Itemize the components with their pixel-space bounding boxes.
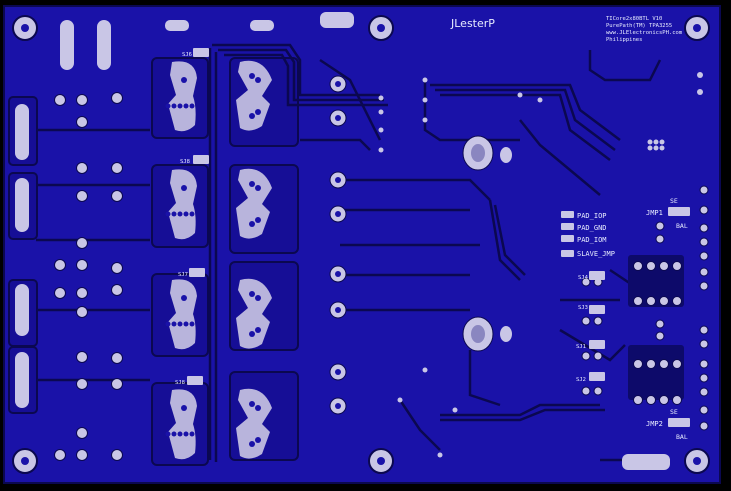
inductor-pads <box>168 60 272 460</box>
sj-right-3: SJ1 <box>576 344 586 350</box>
left-terminals <box>15 104 29 408</box>
small-vias <box>378 72 703 458</box>
inductor-vias <box>165 73 261 447</box>
bal2-label: BAL <box>676 433 688 441</box>
input-pad-markers <box>561 211 574 257</box>
board-info-line-4: Philippines <box>606 37 642 43</box>
through-hole-centers <box>335 81 341 409</box>
se1-label: SE <box>670 197 678 205</box>
pad-gnd-label: PAD_GND <box>577 224 607 232</box>
se2-label: SE <box>670 408 678 416</box>
brand-label: JLesterP <box>450 17 495 30</box>
board-info-line-3: www.JLElectronicsPH.com <box>606 30 683 36</box>
jmp1-label: JMP1 <box>646 209 663 217</box>
solder-jumper-pads-left <box>187 48 209 385</box>
pad-iom-label: PAD_IOM <box>577 236 607 244</box>
sj-left-3: SJ7 <box>178 272 188 278</box>
board-info-line-2: PurePath(TM) TPA3255 <box>606 23 672 29</box>
board-info-line-1: TICore2x80BTL V10 <box>606 16 662 22</box>
mounting-hole-centers <box>21 24 701 465</box>
bal1-label: BAL <box>676 222 688 230</box>
sj-left-2: SJ8 <box>180 159 190 165</box>
top-connectors <box>60 12 670 470</box>
sj-right-4: SJ2 <box>576 377 586 383</box>
sj-left-1: SJ6 <box>182 52 192 58</box>
right-header-pads <box>581 185 709 431</box>
through-hole-pads <box>54 75 347 461</box>
capacitor-pads <box>462 135 512 352</box>
jmp2-label: JMP2 <box>646 420 663 428</box>
sj-right-2: SJ3 <box>578 305 588 311</box>
sj-left-4: SJ8 <box>175 380 185 386</box>
pad-iop-label: PAD_IOP <box>577 212 607 220</box>
sj-right-1: SJ4 <box>578 275 589 281</box>
solder-jumper-pads-right <box>589 207 690 427</box>
slave-jmp-label: SLAVE_JMP <box>577 250 615 258</box>
